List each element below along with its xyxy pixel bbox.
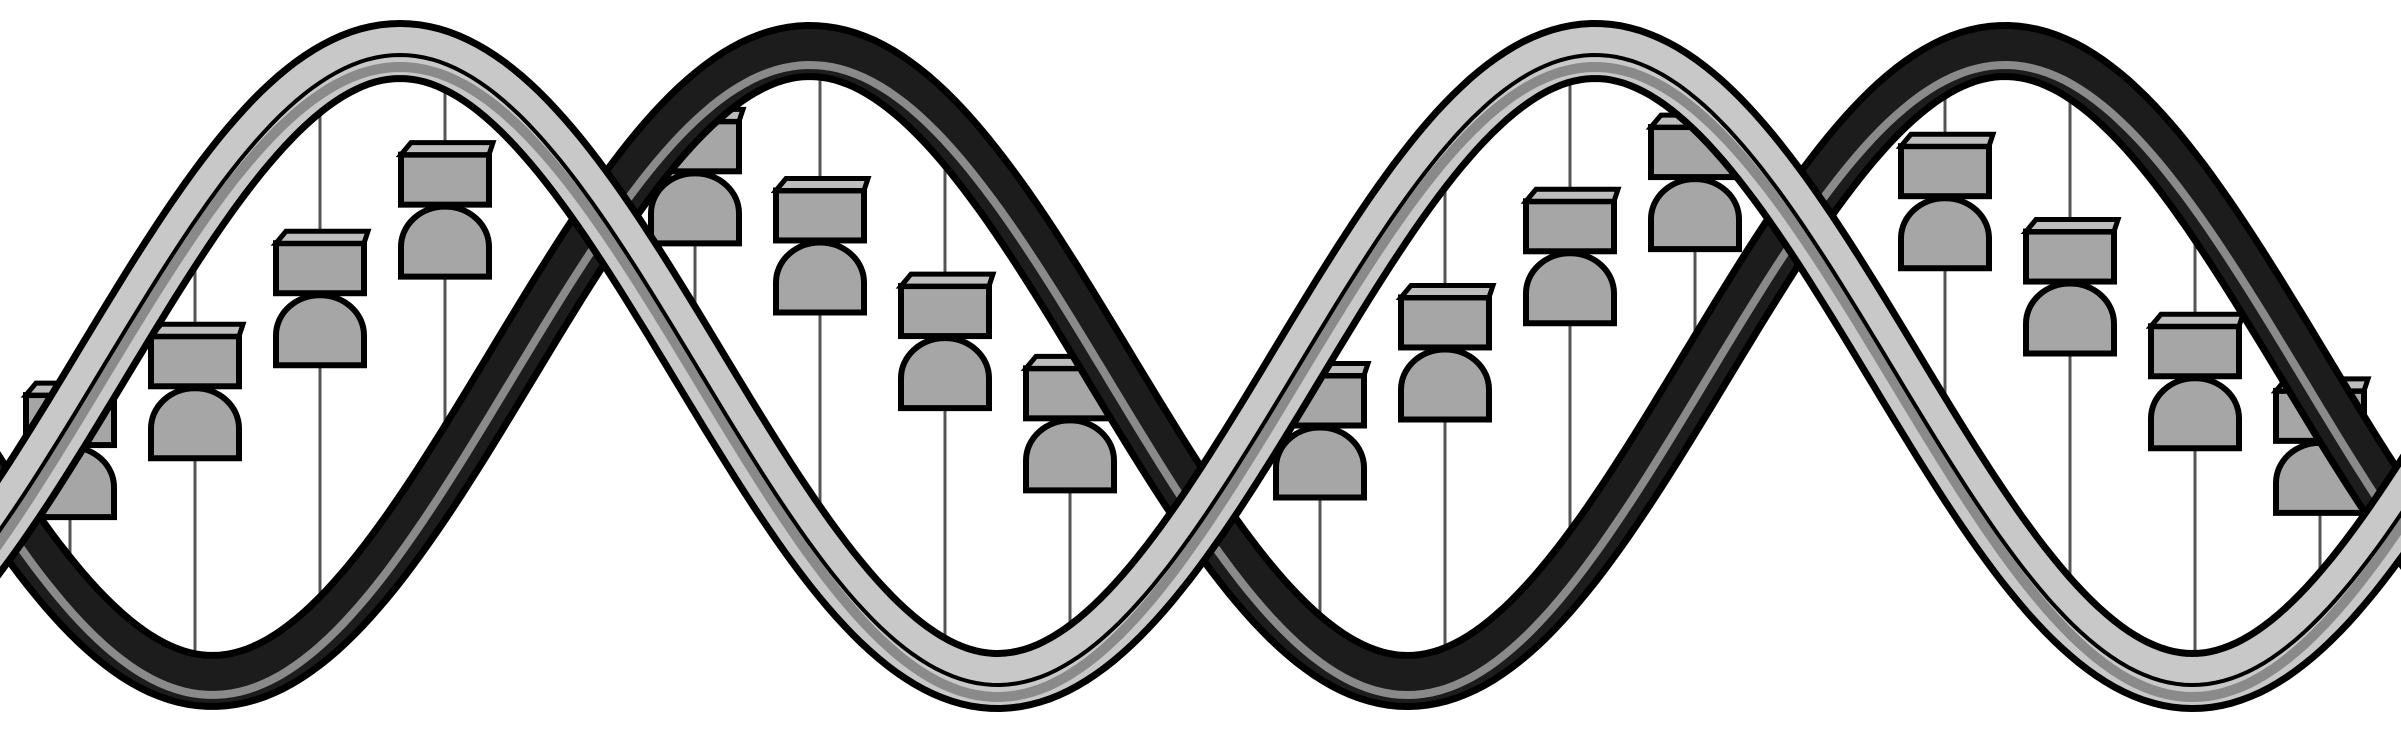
base-block-top <box>770 175 872 193</box>
base-block <box>2023 228 2117 285</box>
base-pair <box>895 147 997 650</box>
base-block-top <box>1395 282 1497 300</box>
base-pair <box>770 71 872 534</box>
base-pair <box>2145 215 2247 661</box>
base-block-top <box>395 140 497 158</box>
base-block <box>398 151 492 208</box>
base-block <box>148 333 242 390</box>
base-pair <box>1895 86 1997 430</box>
base-block-top <box>145 321 247 339</box>
base-dome <box>898 335 992 412</box>
base-block <box>1523 198 1617 255</box>
base-pair <box>1395 163 1497 655</box>
base-dome <box>1023 417 1117 494</box>
base-block-top <box>1895 131 1997 149</box>
base-dome <box>398 203 492 280</box>
base-pair <box>395 79 497 454</box>
base-dome <box>1398 346 1492 423</box>
base-dome <box>648 170 742 247</box>
base-block-top <box>2145 311 2247 329</box>
base-dome <box>148 385 242 462</box>
base-dome <box>273 292 367 369</box>
front-strand-ribbon <box>0 26 2401 706</box>
base-dome <box>1273 424 1367 501</box>
base-block <box>1898 143 1992 200</box>
base-pair <box>270 98 372 613</box>
base-pair <box>2020 89 2122 598</box>
front-strand-edge <box>0 61 2401 703</box>
base-dome <box>1898 195 1992 272</box>
front-strand-fold-line <box>0 52 2401 688</box>
base-dome <box>2148 375 2242 452</box>
base-dome <box>1648 176 1742 253</box>
base-block-top <box>2020 217 2122 235</box>
base-pair <box>145 236 247 660</box>
base-dome <box>1523 250 1617 327</box>
base-block <box>273 240 367 297</box>
base-pair <box>1520 73 1622 553</box>
base-block-top <box>895 271 997 289</box>
base-dome <box>2023 280 2117 357</box>
base-block <box>1398 294 1492 351</box>
base-block <box>773 187 867 244</box>
base-dome <box>773 239 867 316</box>
front-strand <box>0 19 2401 713</box>
base-block <box>898 283 992 340</box>
base-block-top <box>270 228 372 246</box>
base-block <box>2148 323 2242 380</box>
base-block-top <box>1520 186 1622 204</box>
